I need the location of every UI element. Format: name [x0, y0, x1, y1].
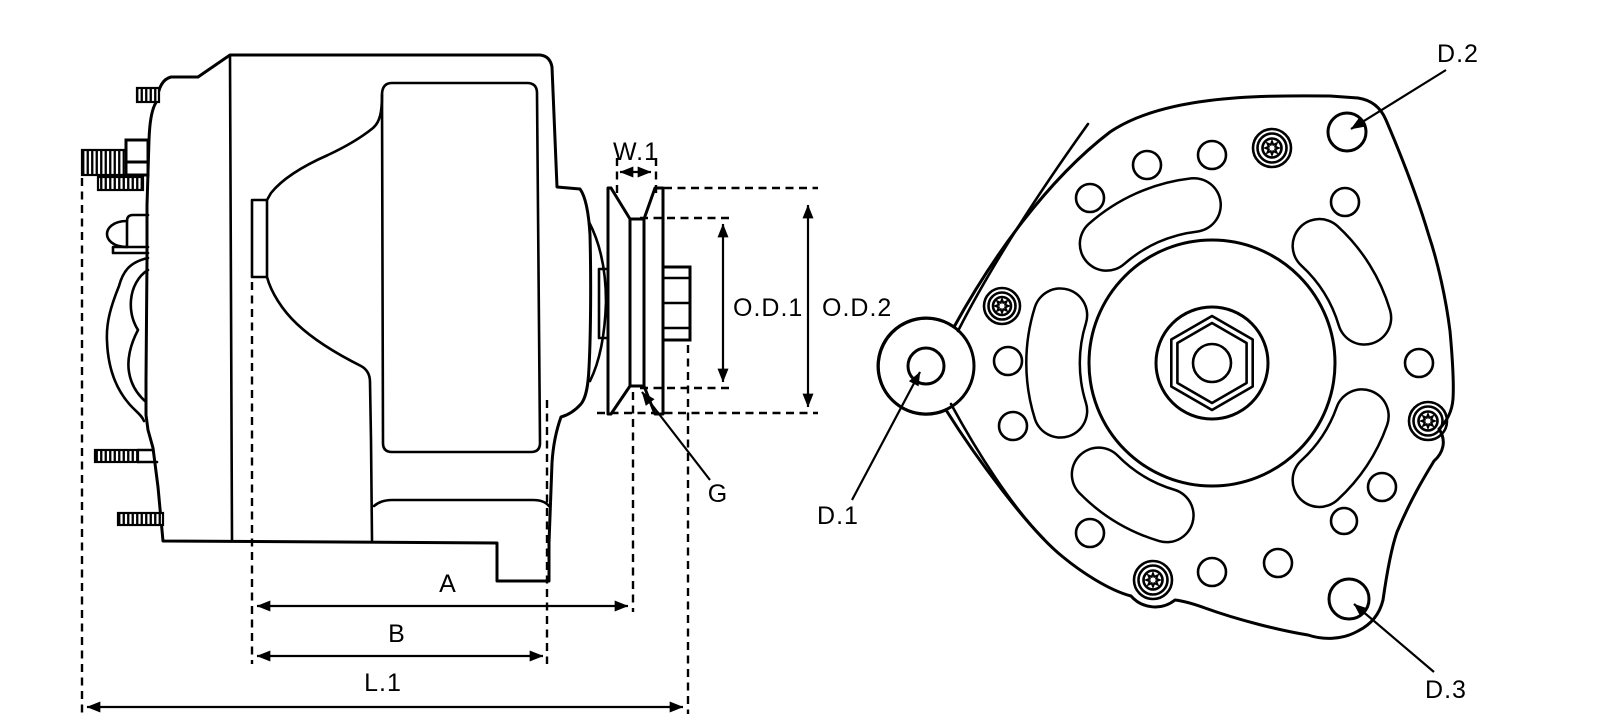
torx-screw-bottom — [1132, 559, 1174, 601]
side-front-face — [250, 93, 384, 542]
leader-arrow-D1 — [851, 371, 921, 501]
stud-secondary — [96, 175, 145, 192]
rotor-circle — [1087, 238, 1337, 488]
torx-screw-left — [982, 286, 1022, 326]
terminal-block-lower — [124, 160, 150, 177]
shaft-spline-grooves — [661, 276, 692, 330]
torx-screw-top — [1251, 127, 1293, 169]
side-rear-cover-bulge — [587, 220, 608, 383]
stud-lower-bracket — [136, 448, 159, 464]
front-leader-arrows — [851, 69, 1447, 673]
boss-outer-curve — [105, 256, 150, 423]
label-od1: O.D.1 — [733, 294, 803, 322]
side-left-bosses — [105, 213, 150, 423]
label-a: A — [439, 570, 457, 598]
hub-circle — [1154, 305, 1270, 421]
label-l1: L.1 — [364, 669, 402, 697]
hex-nut-inner — [1176, 321, 1248, 405]
knob-dome — [105, 219, 129, 249]
leader-arrow-D3 — [1353, 603, 1435, 673]
torx-screws — [982, 127, 1449, 601]
label-d1: D.1 — [817, 502, 859, 530]
label-od2: O.D.2 — [822, 294, 892, 322]
dimension-arrows — [86, 166, 814, 713]
pulley-profile — [606, 186, 665, 416]
torx-star-icon — [1262, 138, 1282, 158]
mount-lug-hole-d1 — [906, 346, 946, 386]
knob-block — [111, 213, 150, 255]
side-body-seam — [228, 55, 234, 542]
side-section-line — [372, 498, 551, 508]
pulley — [606, 186, 692, 416]
hole-d3 — [1327, 577, 1371, 621]
terminal-block-upper — [124, 138, 150, 164]
front-chamfer-lower — [949, 402, 1046, 541]
side-body-outline — [144, 53, 593, 583]
torx-screw-right — [1407, 400, 1449, 442]
front-chamfer-upper — [956, 122, 1090, 333]
label-g: G — [708, 480, 728, 508]
torx-star-icon — [1418, 411, 1438, 431]
reference-lines — [80, 158, 818, 714]
front-view: D.1 D.2 D.3 — [817, 40, 1479, 704]
ref-lines-W1 — [615, 158, 658, 196]
front-body-outline — [876, 94, 1455, 640]
label-d2: D.2 — [1437, 40, 1479, 68]
stud-lower-1 — [93, 448, 140, 464]
side-stator-window — [380, 81, 542, 454]
hole-d2 — [1326, 111, 1368, 153]
torx-star-icon — [992, 296, 1012, 316]
vent-holes — [992, 139, 1435, 588]
shaft-nut-assembly — [1154, 305, 1270, 421]
hex-nut-outer — [1170, 314, 1254, 412]
side-view: W.1 O.D.1 O.D.2 G A B L.1 — [80, 53, 892, 714]
leader-arrow-G — [641, 391, 711, 481]
stud-main-b-plus — [80, 148, 128, 177]
stud-lower-2 — [116, 511, 165, 527]
label-w1: W.1 — [613, 138, 659, 166]
stud-top — [135, 86, 161, 104]
label-d3: D.3 — [1425, 676, 1467, 704]
label-b: B — [388, 620, 406, 648]
boss-inner-curve — [127, 268, 150, 404]
torx-star-icon — [1143, 570, 1163, 590]
terminal-studs — [80, 86, 165, 527]
fan-vent-cutouts — [1025, 177, 1393, 544]
leader-arrow-D2 — [1350, 69, 1447, 130]
shaft-end — [1191, 342, 1233, 384]
